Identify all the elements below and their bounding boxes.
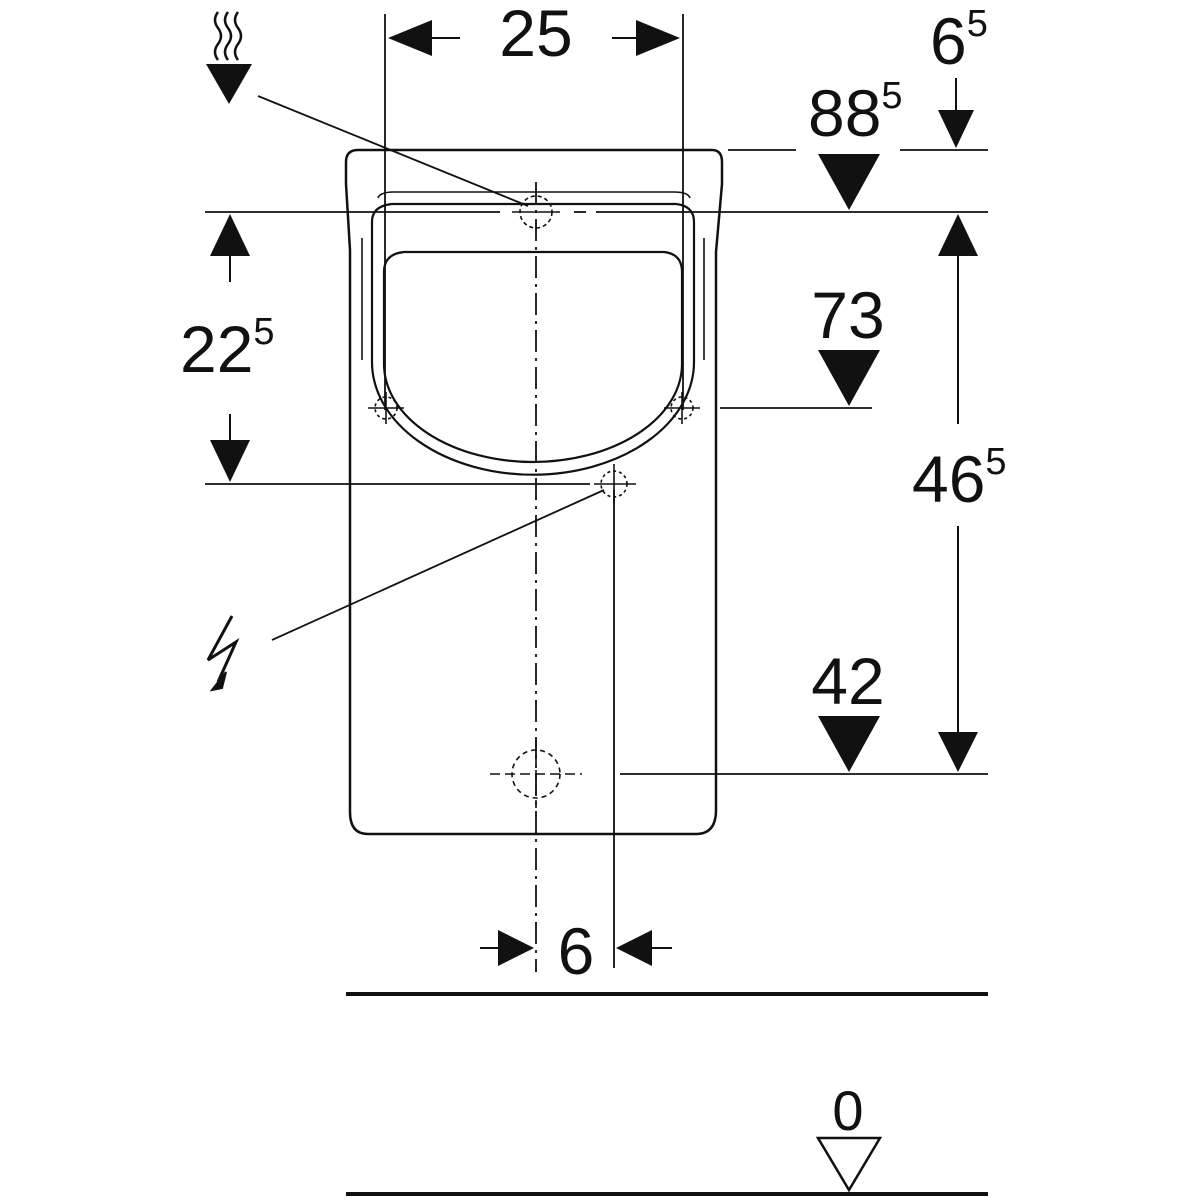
dimension-mounting-height: 73 xyxy=(811,278,885,406)
dimension-label-left-span: 225 xyxy=(180,311,275,386)
dimension-top-width: 25 xyxy=(388,0,680,70)
waste-outlet-marker xyxy=(490,740,582,808)
lightning-icon xyxy=(206,615,240,692)
fixing-point-left xyxy=(368,392,404,424)
dimension-label-mounting-height: 73 xyxy=(811,278,884,352)
dimension-outlet-offset: 6 xyxy=(480,914,672,988)
dimension-outlet-height: 42 xyxy=(811,644,885,772)
urinal-bowl xyxy=(361,191,705,476)
height-reference-lines xyxy=(205,149,988,996)
dimension-right-span: 465 xyxy=(912,214,1007,772)
steam-arrow-icon xyxy=(206,11,252,104)
bowl-inner-basin xyxy=(382,250,684,464)
floor-level: 0 xyxy=(346,1079,988,1196)
fixing-point-right xyxy=(664,392,700,424)
bowl-outer-rim xyxy=(370,202,696,476)
dimension-label-top-width: 25 xyxy=(499,0,572,70)
dimension-label-top-offset: 65 xyxy=(930,3,988,78)
level-triangle-mounting xyxy=(818,350,880,406)
bowl-top-rim xyxy=(377,191,691,199)
leader-lines xyxy=(257,95,605,641)
urinal-body xyxy=(344,148,724,836)
dimension-label-right-span: 465 xyxy=(912,441,1007,516)
floor-level-triangle-icon xyxy=(815,1136,883,1193)
dimension-inlet-height: 885 xyxy=(808,75,903,210)
dimension-left-span: 225 xyxy=(180,214,275,482)
dimension-label-outlet-offset: 6 xyxy=(558,914,595,988)
power-supply-marker xyxy=(594,464,636,504)
dimension-label-inlet-height: 885 xyxy=(808,75,903,150)
level-triangle-inlet xyxy=(818,154,880,210)
water-inlet-marker xyxy=(512,195,560,229)
level-triangle-outlet xyxy=(818,716,880,772)
dimension-top-offset: 65 xyxy=(930,3,988,148)
dimension-label-floor: 0 xyxy=(832,1079,863,1142)
dimension-label-outlet-height: 42 xyxy=(811,644,884,718)
